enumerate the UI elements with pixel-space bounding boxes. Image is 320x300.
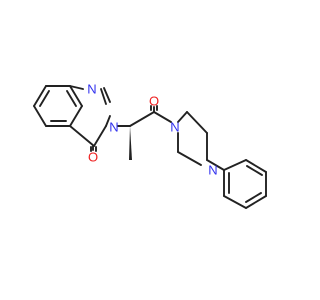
atom-n-ring-top: N — [87, 82, 96, 97]
atom-n-pip-right: N — [208, 163, 217, 178]
piperazine-ring — [177, 111, 225, 171]
structure-svg: N N O O N N — [33, 82, 267, 209]
atom-n-pip-left: N — [170, 120, 179, 135]
atom-o-ring: O — [88, 150, 98, 165]
atom-n-ring-mid: N — [109, 120, 118, 135]
benzo-ring — [33, 85, 83, 127]
phenyl-ring — [223, 159, 267, 209]
pyrimidinone-ring — [69, 85, 111, 152]
atom-o-amide: O — [149, 94, 159, 109]
wedge-bond — [129, 126, 132, 160]
chiral-linker — [117, 105, 172, 160]
molecule-diagram: N N O O N N — [33, 82, 267, 209]
